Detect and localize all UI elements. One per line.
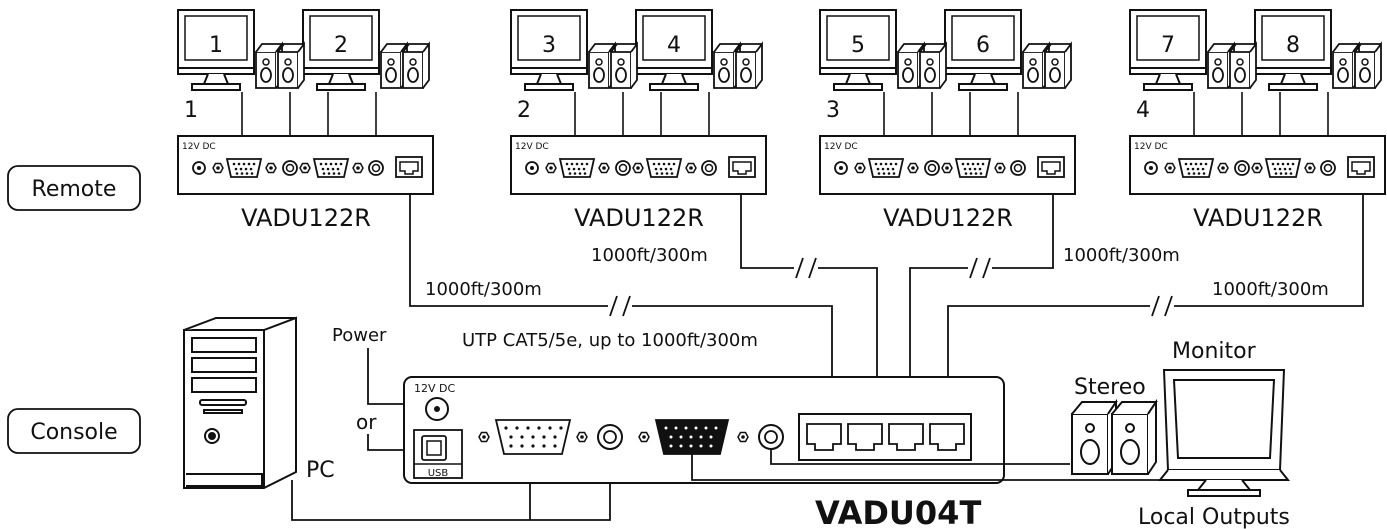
cable-length-label-3: 1000ft/300m xyxy=(1063,245,1180,266)
audio-out-jack xyxy=(758,424,784,450)
vga-screw xyxy=(638,431,650,443)
transmitter-model-label: VADU04T xyxy=(815,494,981,529)
cable-length-label-1: 1000ft/300m xyxy=(425,279,542,300)
remote-monitor-icon: 2 xyxy=(302,9,380,91)
remote-speakers-icon xyxy=(713,43,763,89)
svg-text:Remote: Remote xyxy=(32,177,117,202)
remote-speakers-icon xyxy=(588,43,638,89)
remote-power-label: 12V DC xyxy=(515,142,549,152)
console-side-label: Console xyxy=(7,408,141,454)
remote-speakers-icon xyxy=(380,43,430,89)
remote-model-label: VADU122R xyxy=(1193,204,1323,232)
monitor-number: 8 xyxy=(1286,33,1300,58)
remote-monitor-icon: 3 xyxy=(510,9,588,91)
remote-speakers-icon xyxy=(897,43,947,89)
remote-monitor-icon: 5 xyxy=(819,9,897,91)
remote-speakers-icon xyxy=(1207,43,1257,89)
remote-speakers-icon xyxy=(1022,43,1072,89)
monitor-label: Monitor xyxy=(1172,339,1257,364)
remote-model-label: VADU122R xyxy=(574,204,704,232)
remote-power-label: 12V DC xyxy=(824,142,858,152)
remote-speakers-icon xyxy=(255,43,305,89)
remote-group-number: 3 xyxy=(826,98,840,123)
or-label: or xyxy=(356,410,377,434)
vga-in-port xyxy=(494,419,572,455)
stereo-label: Stereo xyxy=(1074,375,1146,400)
remote-group-4: 7 8 4 12V DC VADU122R xyxy=(1129,9,1385,232)
cable-length-label-2: 1000ft/300m xyxy=(591,245,708,266)
vga-screw xyxy=(737,431,749,443)
cable-break-markers xyxy=(608,257,1174,317)
remote-model-label: VADU122R xyxy=(883,204,1013,232)
local-output-cables xyxy=(691,449,1200,481)
monitor-number: 2 xyxy=(334,33,348,58)
remote-monitor-icon: 4 xyxy=(635,9,713,91)
remote-group-1: 1 2 1 12V DC VADU122R xyxy=(177,9,433,232)
local-monitor-icon xyxy=(1157,369,1291,497)
remote-group-2: 3 4 2 12V DC VADU122R xyxy=(510,9,766,232)
remote-receiver-unit: 12V DC xyxy=(1130,136,1385,194)
remote-speakers-icon xyxy=(1332,43,1382,89)
remote-receiver-unit: 12V DC xyxy=(820,136,1075,194)
remote-monitor-icon: 6 xyxy=(944,9,1022,91)
pc-label: PC xyxy=(306,458,335,483)
transmitter-unit: 12V DC USB xyxy=(403,376,1005,484)
vga-screw xyxy=(478,431,490,443)
svg-text:Console: Console xyxy=(30,420,117,445)
svg-text:USB: USB xyxy=(428,468,449,479)
remote-model-label: VADU122R xyxy=(241,204,371,232)
remote-group-number: 1 xyxy=(184,98,198,123)
local-outputs-label: Local Outputs xyxy=(1138,505,1290,529)
monitor-number: 7 xyxy=(1161,33,1175,58)
dc-power-port xyxy=(425,397,449,421)
vga-out-port xyxy=(654,419,730,455)
local-stereo-speakers-icon xyxy=(1071,398,1158,475)
remote-receiver-unit: 12V DC xyxy=(178,136,433,194)
remote-power-label: 12V DC xyxy=(182,142,216,152)
remote-monitor-icon: 8 xyxy=(1254,9,1332,91)
remote-monitor-icon: 7 xyxy=(1129,9,1207,91)
utp-cable-label: UTP CAT5/5e, up to 1000ft/300m xyxy=(462,330,758,351)
vga-screw xyxy=(576,431,588,443)
remote-monitor-icon: 1 xyxy=(177,9,255,91)
audio-in-jack xyxy=(597,424,623,450)
remote-side-label: Remote xyxy=(7,165,141,211)
monitor-number: 3 xyxy=(542,33,556,58)
remote-power-label: 12V DC xyxy=(1134,142,1168,152)
monitor-number: 1 xyxy=(209,33,223,58)
remote-units: 1 2 1 12V DC VADU122R 3 4 2 12V DC VADU122R 5 6 3 12V… xyxy=(177,9,1385,232)
remote-group-number: 2 xyxy=(517,98,531,123)
rj45-port-block xyxy=(798,413,972,461)
monitor-number: 4 xyxy=(667,33,681,58)
cable-length-label-4: 1000ft/300m xyxy=(1212,279,1329,300)
monitor-number: 6 xyxy=(976,33,990,58)
usb-port: USB xyxy=(413,429,463,479)
remote-group-number: 4 xyxy=(1136,98,1150,123)
remote-group-3: 5 6 3 12V DC VADU122R xyxy=(819,9,1075,232)
monitor-number: 5 xyxy=(851,33,865,58)
pc-tower-icon xyxy=(183,316,297,489)
transmitter-power-label: 12V DC xyxy=(414,382,455,395)
remote-receiver-unit: 12V DC xyxy=(511,136,766,194)
power-label: Power xyxy=(332,325,387,346)
